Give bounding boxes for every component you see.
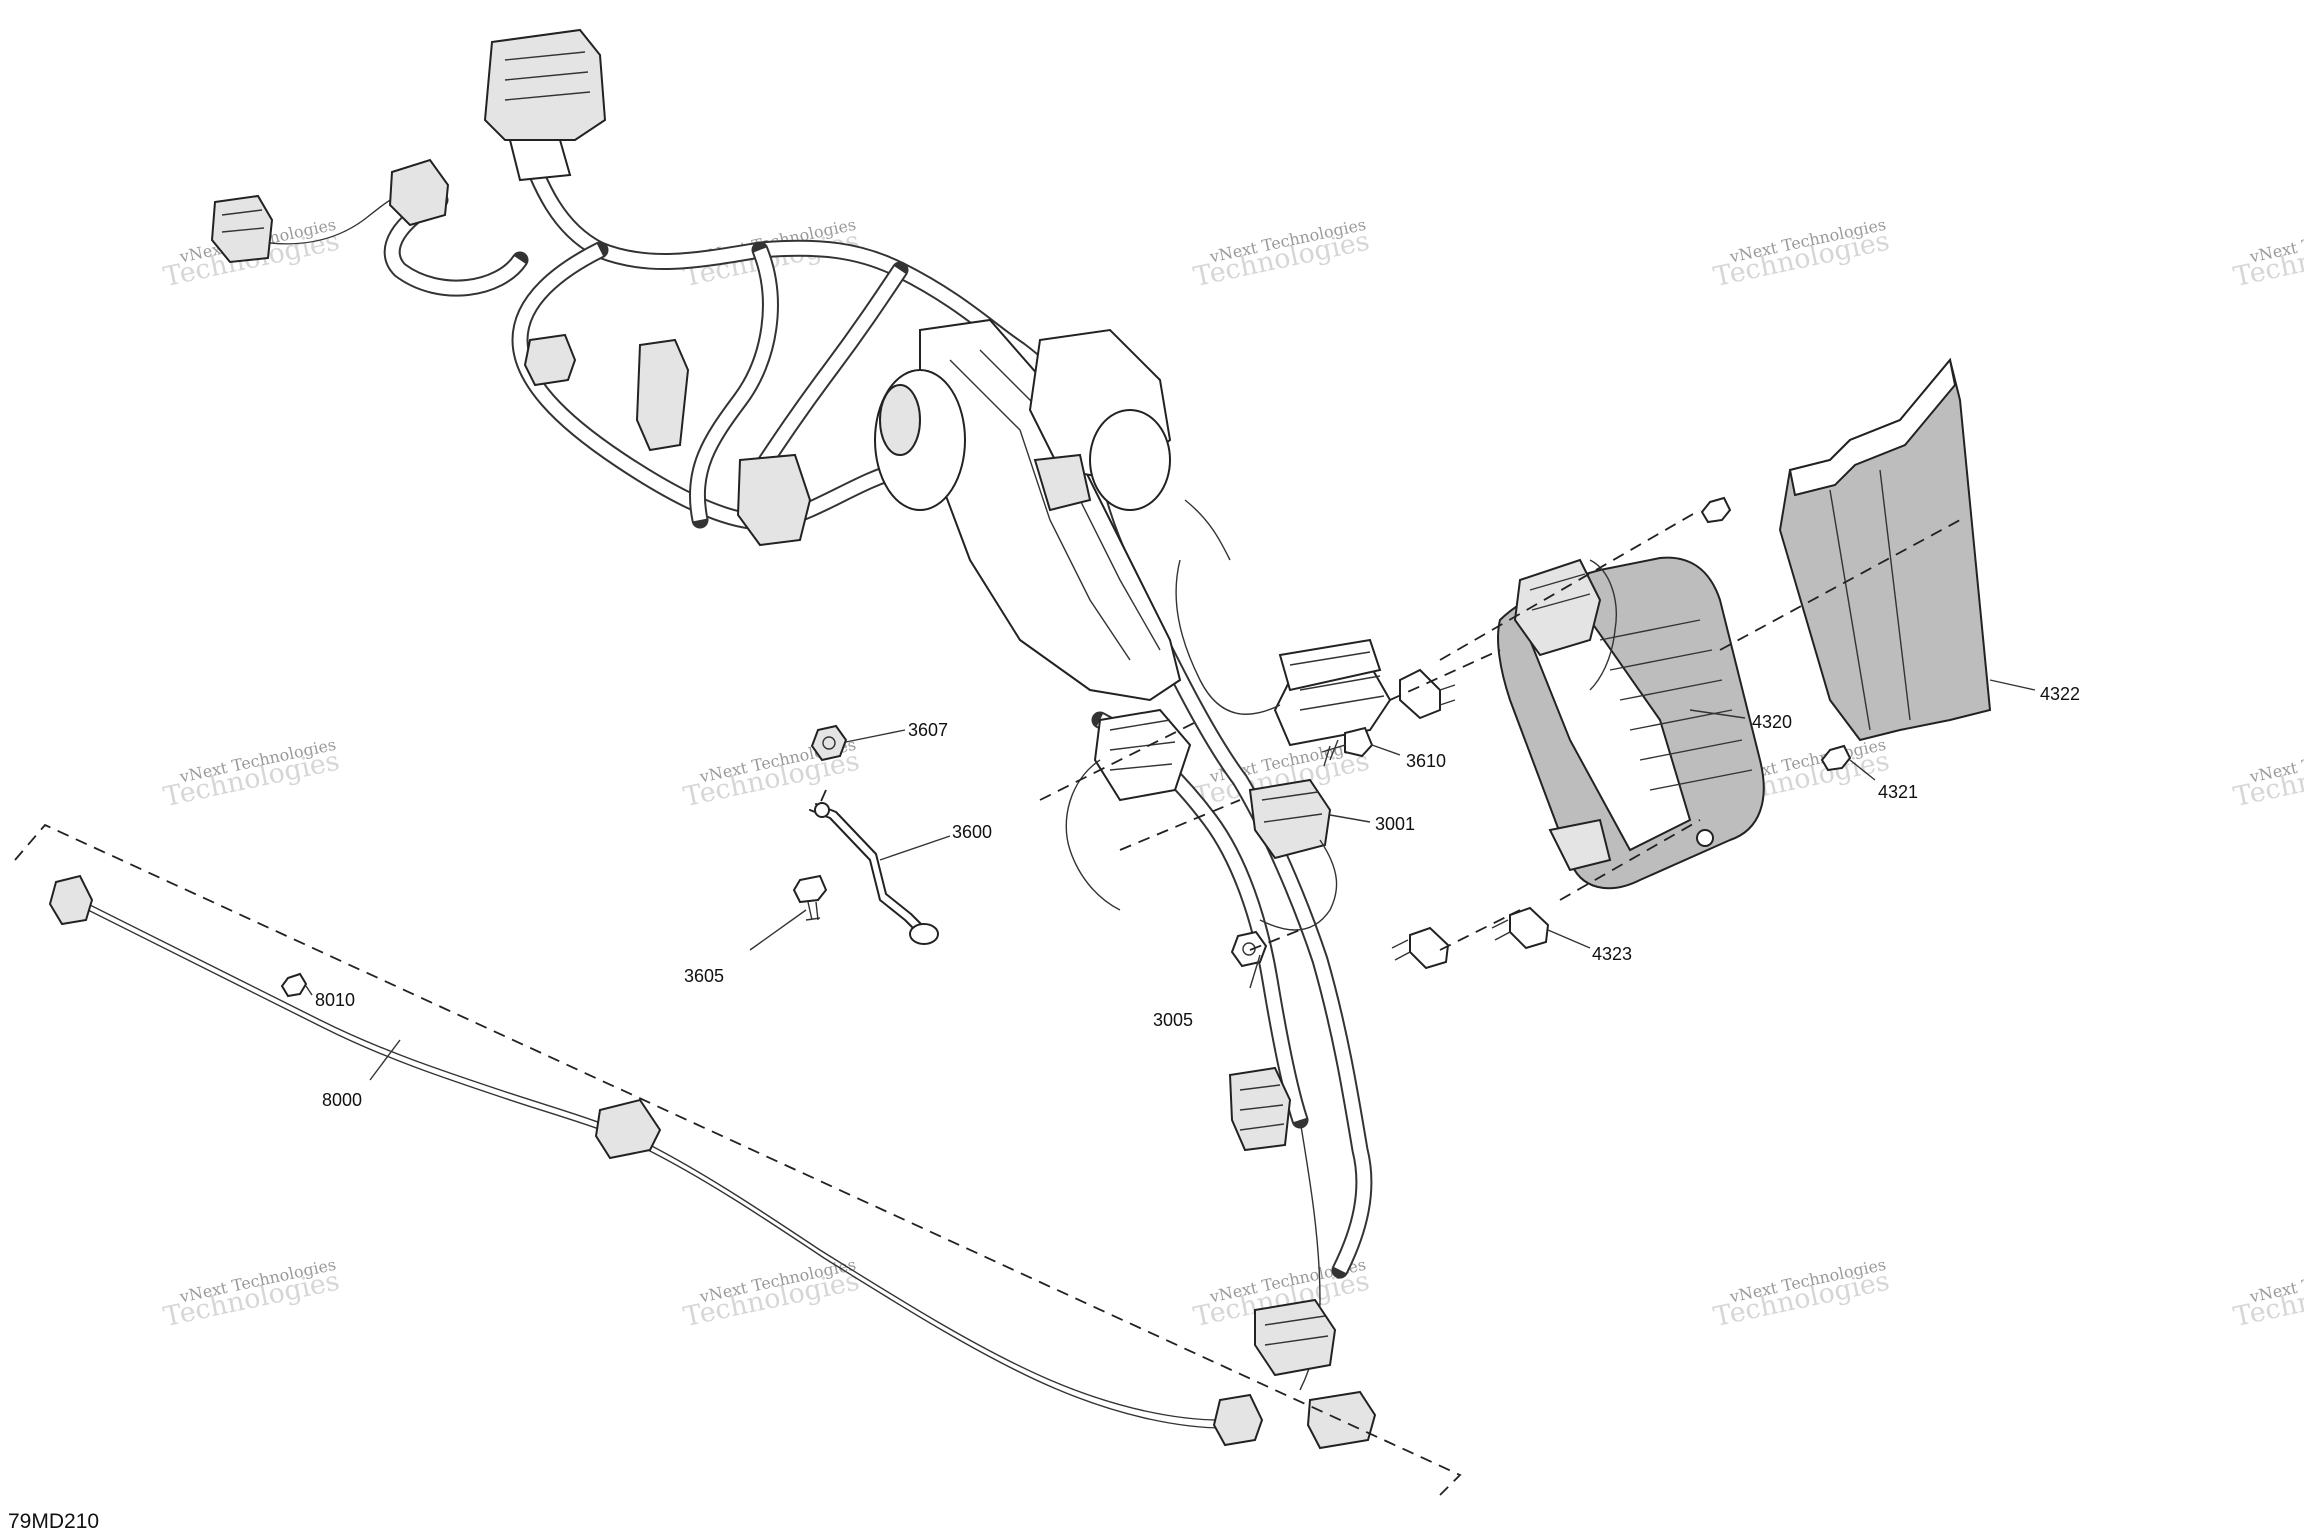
module-4320 [1497, 556, 1765, 890]
drawing-code: 79MD210 [8, 1510, 99, 1533]
harness-connector-lower-2 [1254, 1298, 1337, 1377]
nut-3005 [1230, 930, 1268, 968]
callout-8000: 8000 [322, 1090, 362, 1110]
harness-connector-center [736, 453, 812, 547]
harness-connector-top-large [483, 28, 607, 182]
callout-4321: 4321 [1878, 782, 1918, 802]
callout-4322: 4322 [2040, 684, 2080, 704]
module-connector [1513, 558, 1602, 657]
nut-4321-top [1700, 496, 1732, 524]
cable-8000 [48, 874, 1264, 1447]
watermark: Technologies vNext Technologies [2231, 215, 2304, 293]
watermark: Technologies vNext Technologies [1711, 1255, 1892, 1333]
callout-3005: 3005 [1153, 1010, 1193, 1030]
spacer-4323-upper [1399, 668, 1456, 720]
cable-connector-middle [594, 1098, 662, 1160]
callout-3605: 3605 [684, 966, 724, 986]
spacer-4323-left [1391, 926, 1450, 970]
harness-connector-lower-3 [1306, 1390, 1377, 1450]
callout-3600: 3600 [952, 822, 992, 842]
watermark: Technologies vNext Technologies [2231, 735, 2304, 813]
harness-connector-upper-mid [388, 158, 450, 227]
spacer-4323-right [1491, 906, 1550, 950]
clip-8010 [280, 972, 308, 998]
watermark: Technologies vNext Technologies [1191, 215, 1372, 293]
nut-4321-right [1820, 744, 1852, 772]
connector-3001 [1248, 778, 1338, 931]
watermark: Technologies vNext Technologies [2231, 1255, 2304, 1333]
assembly-guide-lines [14, 509, 1961, 1496]
harness-connector-left [210, 194, 274, 264]
watermark: Technologies vNext Technologies [1711, 215, 1892, 293]
watermark: Technologies vNext Technologies [161, 1255, 342, 1333]
cable-connector-end-right [1212, 1393, 1264, 1447]
screw-3610 [1321, 726, 1374, 767]
callout-labels: 3607 3600 3605 3610 3001 3005 4320 4321 … [315, 684, 2080, 1110]
callout-8010: 8010 [315, 990, 355, 1010]
mounting-hole [1696, 829, 1714, 847]
watermark: Technologies vNext Technologies [161, 735, 342, 813]
harness-connector-lower-1 [1228, 1066, 1292, 1152]
heat-shield-4322 [1778, 357, 1992, 742]
callout-3001: 3001 [1375, 814, 1415, 834]
nut-3607 [810, 724, 848, 762]
harness-connector-upper-loop [523, 333, 577, 387]
callout-4323: 4323 [1592, 944, 1632, 964]
harness-connector-middle [635, 338, 690, 452]
leader-lines [305, 679, 2036, 1081]
cable-connector-end-left [48, 874, 94, 926]
ground-strap-3600 [809, 802, 939, 945]
bracket-assembly [1278, 638, 1382, 692]
center-component-assembly [874, 318, 1392, 911]
bolt-3605 [792, 874, 828, 921]
watermark: Technologies vNext Technologies [681, 1255, 862, 1333]
callout-3607: 3607 [908, 720, 948, 740]
callout-3610: 3610 [1406, 751, 1446, 771]
callout-4320: 4320 [1752, 712, 1792, 732]
